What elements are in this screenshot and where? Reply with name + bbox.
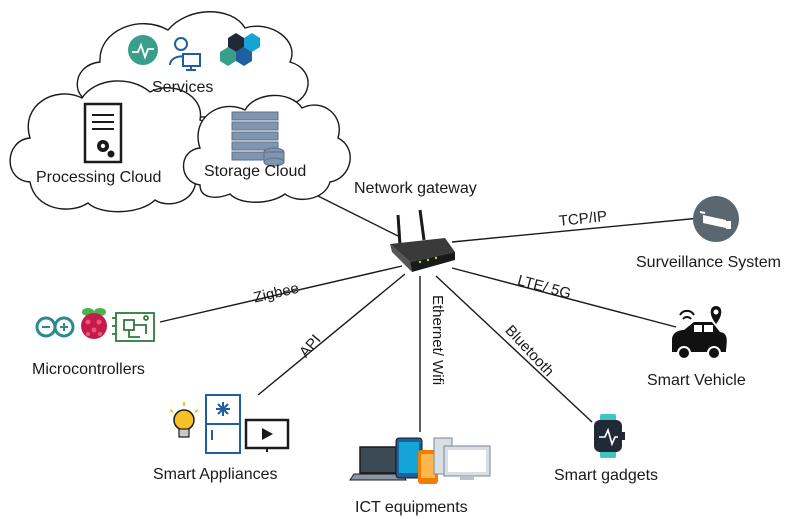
circuit-board-icon <box>112 312 155 342</box>
arduino-icon <box>35 314 75 340</box>
vehicle-label: Smart Vehicle <box>647 372 746 389</box>
pulse-icon <box>128 35 158 65</box>
cctv-camera-icon <box>693 196 739 242</box>
edge-label-ethernet: Ethernet/ Wifi <box>429 295 446 386</box>
edge-lte <box>451 267 677 328</box>
light-bulb-icon <box>169 402 199 438</box>
edge-zigbee <box>159 265 403 323</box>
connected-car-icon <box>672 306 727 360</box>
phone-icon <box>418 450 438 484</box>
server-rack-icon <box>231 111 285 167</box>
services-label: Services <box>152 79 214 96</box>
hexagon-cluster-icon <box>220 33 260 66</box>
ict-label: ICT equipments <box>355 499 468 516</box>
edge-tcpip <box>451 217 701 243</box>
surveillance-label: Surveillance System <box>636 254 781 271</box>
smartwatch-icon <box>594 414 625 458</box>
raspberry-pi-icon <box>81 308 107 339</box>
processing-cloud-label: Processing Cloud <box>36 169 162 186</box>
gateway-label: Network gateway <box>354 180 477 197</box>
wifi-router-icon <box>390 209 455 272</box>
tv-icon <box>244 418 290 452</box>
server-tower-icon <box>83 102 123 164</box>
appliances-label: Smart Appliances <box>153 466 278 483</box>
gadgets-label: Smart gadgets <box>554 467 659 484</box>
user-monitor-icon <box>169 37 201 71</box>
edge-api <box>257 273 406 396</box>
desktop-icon <box>433 437 491 480</box>
refrigerator-icon <box>205 394 241 454</box>
storage-cloud-label: Storage Cloud <box>204 163 307 180</box>
tablet-icon <box>395 437 423 479</box>
edge-bluetooth <box>435 275 593 423</box>
microcontrollers-label: Microcontrollers <box>32 361 145 378</box>
